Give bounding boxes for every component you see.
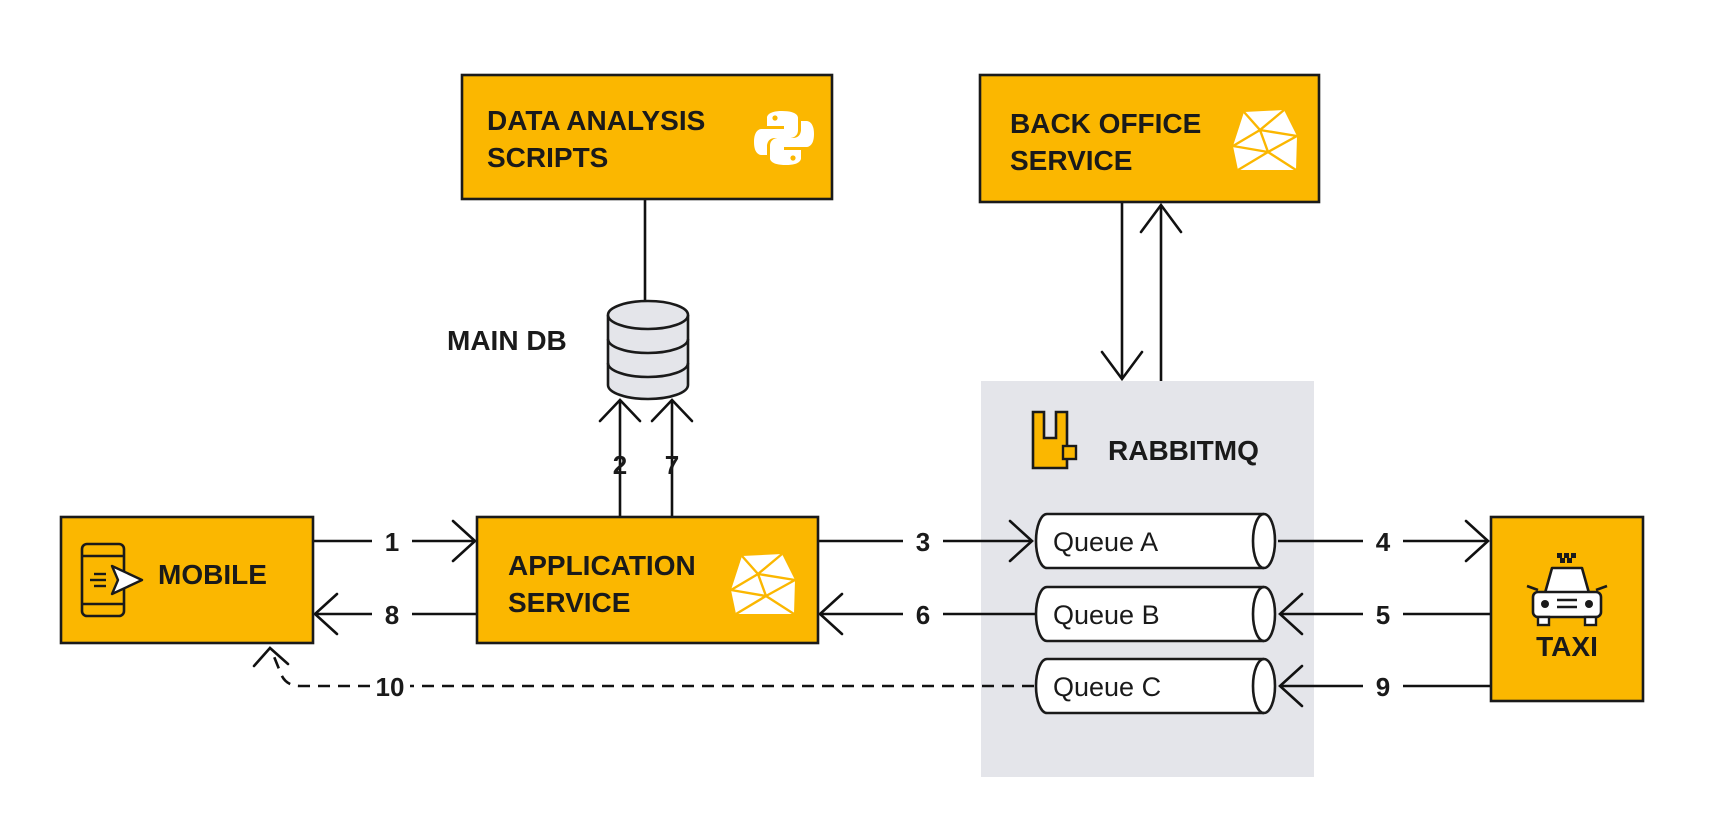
node-application-label-line2: SERVICE <box>508 587 630 618</box>
flow-label-3: 3 <box>916 527 930 557</box>
mobile-send-icon <box>80 542 144 618</box>
node-data-analysis[interactable]: DATA ANALYSIS SCRIPTS <box>460 73 834 201</box>
node-taxi-label: TAXI <box>1536 631 1598 662</box>
flow-label-5: 5 <box>1376 600 1390 630</box>
ruby-icon <box>1232 109 1298 172</box>
rabbitmq-label: RABBITMQ <box>1108 435 1259 466</box>
arrowhead-flow-5 <box>1278 592 1304 636</box>
flow-label-1: 1 <box>385 527 399 557</box>
arrowhead-flow-7 <box>650 398 694 423</box>
arrowhead-flow-1 <box>451 519 477 563</box>
node-back-office-label-line1: BACK OFFICE <box>1010 108 1201 139</box>
node-back-office-label-line2: SERVICE <box>1010 145 1132 176</box>
arrowhead-flow-6 <box>818 592 844 636</box>
queue-b[interactable]: Queue B <box>1034 585 1277 643</box>
taxi-icon <box>1526 553 1608 627</box>
arrowhead-up-backoffice <box>1139 202 1183 234</box>
queue-a[interactable]: Queue A <box>1034 512 1277 570</box>
arrowhead-flow-10 <box>252 646 290 668</box>
node-back-office[interactable]: BACK OFFICE SERVICE <box>978 73 1321 204</box>
queue-b-label: Queue B <box>1053 600 1160 630</box>
flow-label-4: 4 <box>1376 527 1391 557</box>
arrowhead-flow-9 <box>1278 664 1304 708</box>
queue-c-label: Queue C <box>1053 672 1161 702</box>
flow-label-6: 6 <box>916 600 930 630</box>
flow-label-10: 10 <box>376 672 405 702</box>
node-data-analysis-label-line1: DATA ANALYSIS <box>487 105 705 136</box>
flow-label-9: 9 <box>1376 672 1390 702</box>
node-data-analysis-label-line2: SCRIPTS <box>487 142 608 173</box>
rabbitmq-icon <box>1031 410 1078 470</box>
node-taxi[interactable]: TAXI <box>1489 515 1645 703</box>
ruby-icon <box>730 553 796 616</box>
flow-label-2: 2 <box>613 450 627 480</box>
queue-a-label: Queue A <box>1053 527 1158 557</box>
arrowhead-flow-8 <box>313 592 339 636</box>
node-application-label-line1: APPLICATION <box>508 550 696 581</box>
arrowhead-flow-2 <box>598 398 642 423</box>
connector-flow-10 <box>271 653 1034 688</box>
main-db-label: MAIN DB <box>447 325 567 356</box>
node-mobile[interactable]: MOBILE <box>59 515 315 645</box>
arrowhead-flow-3 <box>1008 519 1034 563</box>
node-mobile-label: MOBILE <box>158 559 267 590</box>
python-icon <box>754 111 814 165</box>
arrowhead-down-rabbitmq <box>1100 350 1144 382</box>
flow-label-7: 7 <box>665 450 679 480</box>
arrowhead-flow-4 <box>1464 519 1490 563</box>
flow-label-8: 8 <box>385 600 399 630</box>
node-application[interactable]: APPLICATION SERVICE <box>475 515 820 645</box>
queue-c[interactable]: Queue C <box>1034 657 1277 715</box>
database-icon <box>606 299 690 401</box>
